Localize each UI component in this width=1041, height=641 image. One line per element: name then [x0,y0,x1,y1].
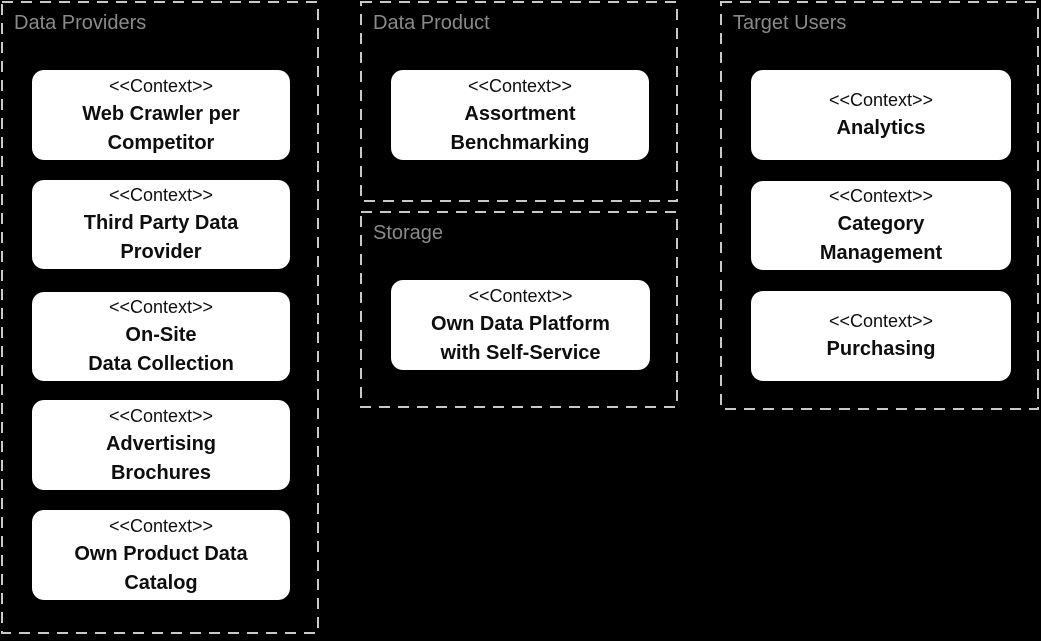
group-title: Data Product [373,12,490,34]
box-stereotype: <<Context>> [108,405,214,426]
context-box-category-management: <<Context>> Category Management [751,181,1011,270]
box-name: Own Data Platform with Self-Service [431,312,610,364]
context-box-own-product-data-catalog: <<Context>> Own Product Data Catalog [32,510,290,600]
group-title: Storage [373,222,444,244]
box-name: Web Crawler per Competitor [82,102,240,154]
box-stereotype: <<Context>> [467,75,573,96]
context-box-web-crawler-per-competitor: <<Context>> Web Crawler per Competitor [32,70,290,160]
context-box-own-data-platform: <<Context>> Own Data Platform with Self-… [391,280,650,370]
box-name: Analytics [836,117,926,139]
box-stereotype: <<Context>> [108,297,214,317]
context-box-analytics: <<Context>> Analytics [751,70,1011,160]
box-name: Advertising Brochures [105,432,217,484]
box-name: Own Product Data Catalog [74,542,248,594]
group-target-users: Target Users <<Context>> Analytics <<Con… [720,1,1039,410]
group-title: Data Providers [14,12,147,34]
group-title: Target Users [733,12,847,34]
box-name: Assortment Benchmarking [450,102,590,154]
box-name: Purchasing [826,338,936,360]
box-name: On-Site Data Collection [88,324,234,375]
group-data-providers: Data Providers <<Context>> Web Crawler p… [1,1,319,634]
box-name: Third Party Data Provider [83,212,239,263]
box-stereotype: <<Context>> [108,185,214,205]
box-stereotype: <<Context>> [828,186,934,206]
group-data-product: Data Product <<Context>> Assortment Benc… [360,1,678,202]
box-stereotype: <<Context>> [468,285,573,306]
context-box-purchasing: <<Context>> Purchasing [751,291,1011,381]
group-storage: Storage <<Context>> Own Data Platform wi… [360,211,678,408]
box-stereotype: <<Context>> [828,311,934,331]
context-box-on-site-data-collection: <<Context>> On-Site Data Collection [32,292,290,381]
context-box-advertising-brochures: <<Context>> Advertising Brochures [32,400,290,490]
box-name: Category Management [819,213,943,264]
box-stereotype: <<Context>> [108,75,214,96]
box-stereotype: <<Context>> [108,515,214,536]
context-box-third-party-data-provider: <<Context>> Third Party Data Provider [32,180,290,269]
context-box-assortment-benchmarking: <<Context>> Assortment Benchmarking [391,70,649,160]
box-stereotype: <<Context>> [828,90,934,110]
